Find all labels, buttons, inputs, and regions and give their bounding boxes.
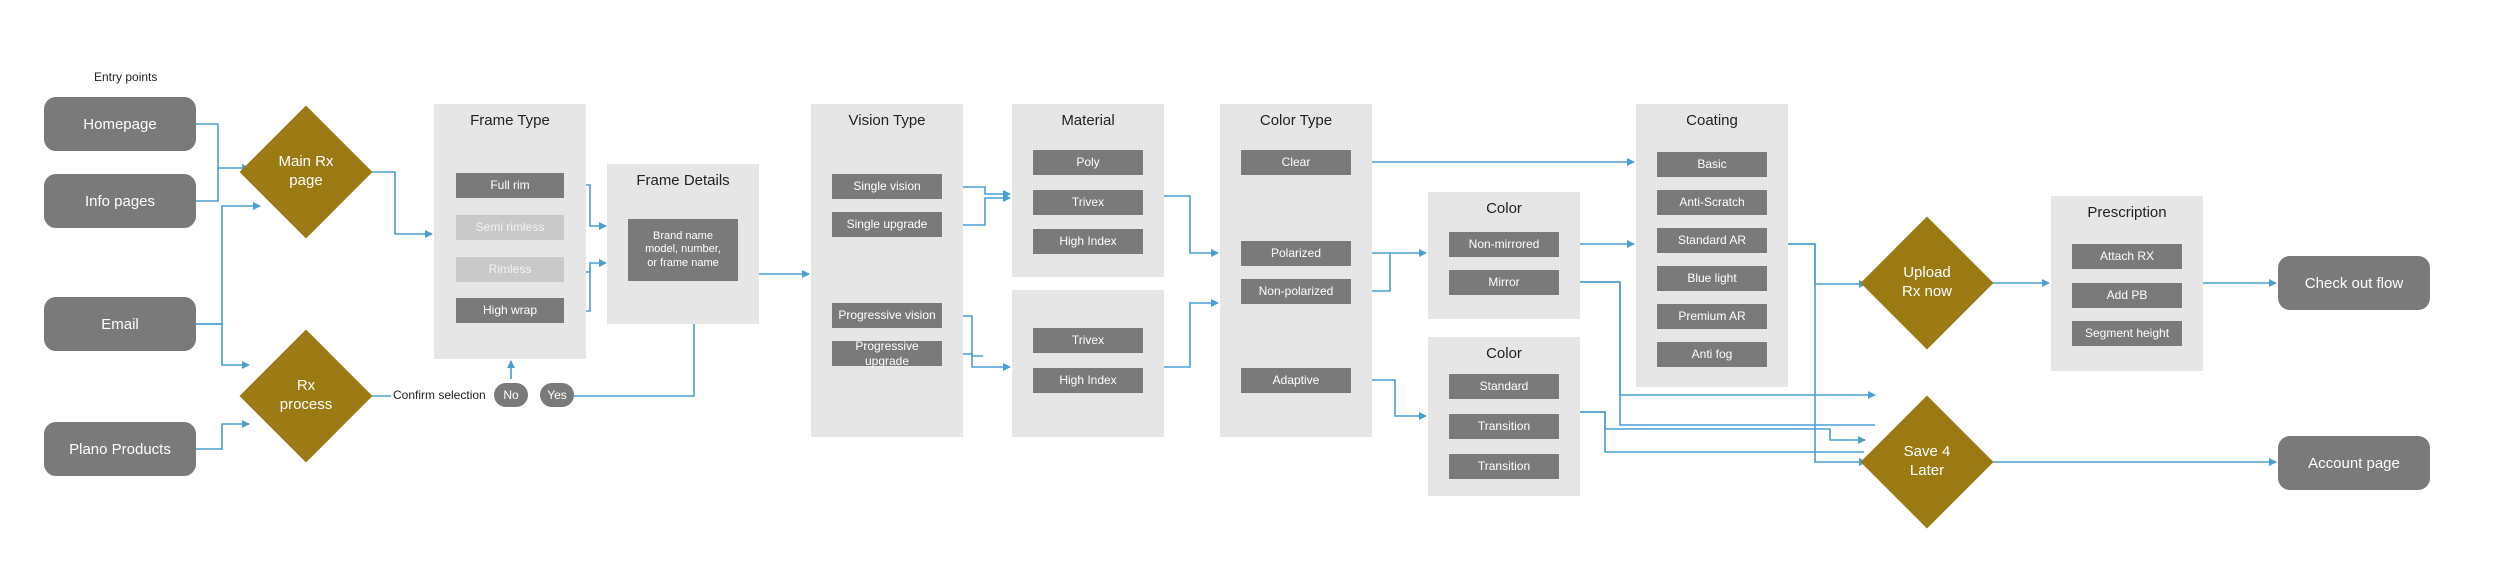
account-page-button[interactable]: Account page bbox=[2278, 436, 2430, 490]
connector-arrow-2 bbox=[196, 168, 219, 202]
option-poly[interactable]: Poly bbox=[1033, 150, 1143, 175]
option-mirror[interactable]: Mirror bbox=[1449, 270, 1559, 295]
entry-homepage[interactable]: Homepage bbox=[44, 97, 196, 151]
rx-process-label: Rx process bbox=[279, 377, 333, 413]
option-add-pb[interactable]: Add PB bbox=[2072, 283, 2182, 308]
connector-arrow-9 bbox=[574, 324, 695, 397]
option-premium-ar[interactable]: Premium AR bbox=[1657, 304, 1767, 329]
option-trivex-progressive[interactable]: Trivex bbox=[1033, 328, 1143, 353]
option-non-mirrored[interactable]: Non-mirrored bbox=[1449, 232, 1559, 257]
entry-points-label: Entry points bbox=[94, 70, 158, 84]
connector-arrow-3 bbox=[196, 202, 261, 325]
color-title-2: Color bbox=[1486, 345, 1522, 362]
option-high-wrap[interactable]: High wrap bbox=[456, 298, 564, 323]
option-progressive-vision[interactable]: Progressive vision bbox=[832, 303, 942, 328]
option-rimless[interactable]: Rimless bbox=[456, 257, 564, 282]
material-panel-2: Trivex High Index bbox=[1012, 290, 1164, 437]
option-anti-fog[interactable]: Anti fog bbox=[1657, 342, 1767, 367]
main-rx-label: Main Rx page bbox=[278, 153, 334, 189]
connector-arrow-23 bbox=[1351, 379, 1427, 420]
confirm-selection-label: Confirm selection bbox=[393, 388, 486, 402]
frame-details-title: Frame Details bbox=[636, 172, 730, 189]
material-title: Material bbox=[1061, 112, 1115, 129]
prescription-panel: Prescription Attach RX Add PB Segment he… bbox=[2051, 196, 2203, 371]
option-high-index[interactable]: High Index bbox=[1033, 229, 1143, 254]
connector-arrow-6 bbox=[354, 171, 433, 238]
frame-details-panel: Frame Details Brand name model, number, … bbox=[607, 164, 759, 324]
connector-arrow-19 bbox=[1164, 299, 1219, 368]
checkout-flow-button[interactable]: Check out flow bbox=[2278, 256, 2430, 310]
connector-arrow-15 bbox=[942, 194, 1011, 226]
option-semi-rimless[interactable]: Semi rimless bbox=[456, 215, 564, 240]
option-attach-rx[interactable]: Attach RX bbox=[2072, 244, 2182, 269]
connector-arrow-5 bbox=[196, 420, 250, 450]
option-clear[interactable]: Clear bbox=[1241, 150, 1351, 175]
connector-arrow-26 bbox=[1559, 281, 1875, 426]
frame-name-field[interactable]: Brand name model, number, or frame name bbox=[628, 219, 738, 281]
option-transition-2[interactable]: Transition bbox=[1449, 454, 1559, 479]
color-panel-2: Color Standard Transition Transition bbox=[1428, 337, 1580, 496]
prescription-title: Prescription bbox=[2087, 204, 2167, 221]
option-progressive-upgrade[interactable]: Progressive upgrade bbox=[832, 339, 942, 368]
connector-arrow-30 bbox=[1788, 243, 1867, 466]
connector-arrow-18 bbox=[1164, 195, 1219, 257]
option-anti-scratch[interactable]: Anti-Scratch bbox=[1657, 190, 1767, 215]
connector-arrow-29 bbox=[1788, 243, 1867, 288]
option-segment-height[interactable]: Segment height bbox=[2072, 321, 2182, 346]
connector-arrow-27 bbox=[1580, 411, 1866, 444]
confirm-no-button[interactable]: No bbox=[494, 383, 528, 407]
option-single-upgrade[interactable]: Single upgrade bbox=[832, 212, 942, 237]
option-adaptive[interactable]: Adaptive bbox=[1241, 368, 1351, 393]
option-trivex[interactable]: Trivex bbox=[1033, 190, 1143, 215]
color-type-panel: Color Type Clear Polarized Non-polarized… bbox=[1220, 104, 1372, 437]
entry-email[interactable]: Email bbox=[44, 297, 196, 351]
connector-arrow-1 bbox=[196, 123, 250, 172]
frame-type-title: Frame Type bbox=[470, 112, 550, 129]
option-non-polarized[interactable]: Non-polarized bbox=[1241, 279, 1351, 304]
option-full-rim[interactable]: Full rim bbox=[456, 173, 564, 198]
upload-rx-label: Upload Rx now bbox=[1901, 264, 1953, 300]
entry-plano-products[interactable]: Plano Products bbox=[44, 422, 196, 476]
vision-type-panel: Vision Type Single vision Single upgrade… bbox=[811, 104, 963, 437]
connector-arrow-14 bbox=[942, 186, 1011, 198]
option-polarized[interactable]: Polarized bbox=[1241, 241, 1351, 266]
option-standard-ar[interactable]: Standard AR bbox=[1657, 228, 1767, 253]
option-transition-1[interactable]: Transition bbox=[1449, 414, 1559, 439]
connector-arrow-28 bbox=[1580, 411, 1864, 453]
vision-type-title: Vision Type bbox=[848, 112, 926, 129]
option-high-index-progressive[interactable]: High Index bbox=[1033, 368, 1143, 393]
coating-title: Coating bbox=[1686, 112, 1738, 129]
confirm-yes-button[interactable]: Yes bbox=[540, 383, 574, 407]
color-type-title: Color Type bbox=[1259, 112, 1333, 129]
color-title-1: Color bbox=[1486, 200, 1522, 217]
option-standard[interactable]: Standard bbox=[1449, 374, 1559, 399]
coating-panel: Coating Basic Anti-Scratch Standard AR B… bbox=[1636, 104, 1788, 387]
option-single-vision[interactable]: Single vision bbox=[832, 174, 942, 199]
color-panel-1: Color Non-mirrored Mirror bbox=[1428, 192, 1580, 319]
option-blue-light[interactable]: Blue light bbox=[1657, 266, 1767, 291]
material-panel-1: Material Poly Trivex High Index bbox=[1012, 104, 1164, 277]
connector-arrow-4 bbox=[196, 323, 250, 369]
entry-info-pages[interactable]: Info pages bbox=[44, 174, 196, 228]
option-basic[interactable]: Basic bbox=[1657, 152, 1767, 177]
frame-type-panel: Frame Type Full rim Semi rimless Rimless… bbox=[434, 104, 586, 359]
save-later-label: Save 4 Later bbox=[1903, 443, 1951, 479]
